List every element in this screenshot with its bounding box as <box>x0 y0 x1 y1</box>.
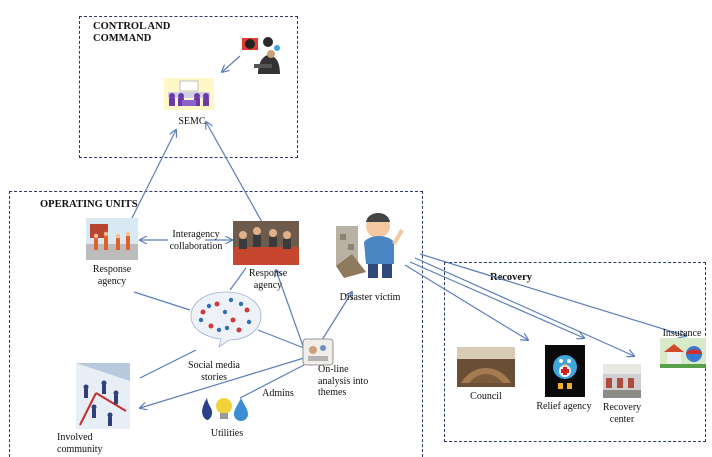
command-operator-icon <box>242 37 280 74</box>
arrow-response-left-to-semc <box>129 130 176 223</box>
online-analysis-icon <box>302 338 334 366</box>
operating-units-group <box>9 191 423 457</box>
light-bulb-icon <box>216 398 232 414</box>
disaster-victim-illustration <box>336 213 404 278</box>
arrow-online-to-victim <box>321 292 352 341</box>
control-and-command-group <box>79 16 298 158</box>
social-media-bubble-icon <box>190 291 262 348</box>
interagency-collaboration-label: Interagency collaboration <box>169 229 223 252</box>
water-drop-icon <box>234 398 248 421</box>
arrow-response-mid-to-semc <box>206 122 263 223</box>
link-response-to-social <box>133 291 191 311</box>
recovery-center-photo <box>603 364 641 398</box>
semc-label: SEMC <box>178 116 206 127</box>
arrow-online-to-response-mid <box>276 270 304 347</box>
link-utilities-to-online <box>239 364 305 399</box>
arrow-victim-to-recovery <box>414 257 634 356</box>
link-community-to-social <box>139 349 197 379</box>
control-and-command-title: CONTROL AND COMMAND <box>93 21 171 44</box>
response-agency-mid-label: Response agency <box>248 268 288 291</box>
response-agency-left-photo <box>86 218 138 260</box>
council-chamber-photo <box>457 347 515 387</box>
arrow-victim-to-relief <box>409 261 584 338</box>
recovery-center-label: Recovery center <box>602 402 642 425</box>
utilities-label: Utilities <box>210 428 244 439</box>
involved-community-illustration <box>76 363 130 429</box>
semc-meeting-icon <box>164 78 214 110</box>
relief-agency-label: Relief agency <box>536 401 592 412</box>
operating-units-title: OPERATING UNITS <box>40 199 138 210</box>
online-analysis-label: On-line analysis into themes <box>318 364 369 398</box>
arrow-victim-to-insurance <box>419 253 686 336</box>
admins-label: Admins <box>262 388 294 399</box>
involved-community-label: Involved community <box>57 432 103 455</box>
disaster-victim-label: Disaster victim <box>339 292 401 303</box>
gas-flame-icon <box>202 398 213 420</box>
response-agency-left-label: Response agency <box>92 264 132 287</box>
relief-agency-logo <box>545 345 585 397</box>
insurance-label: Insurance <box>662 328 702 339</box>
response-agency-mid-photo <box>233 221 299 265</box>
recovery-title: Recovery <box>490 272 532 283</box>
arrow-victim-to-council <box>404 264 528 340</box>
arrow-online-to-community <box>140 357 305 408</box>
council-label: Council <box>470 391 502 402</box>
link-social-to-online <box>257 329 305 349</box>
arrow-expert-to-semc <box>222 55 241 72</box>
utilities-icons <box>202 398 248 421</box>
social-media-stories-label: Social media stories <box>188 360 240 383</box>
insurance-illustration <box>660 338 706 368</box>
link-response-mid-to-social <box>229 267 247 291</box>
